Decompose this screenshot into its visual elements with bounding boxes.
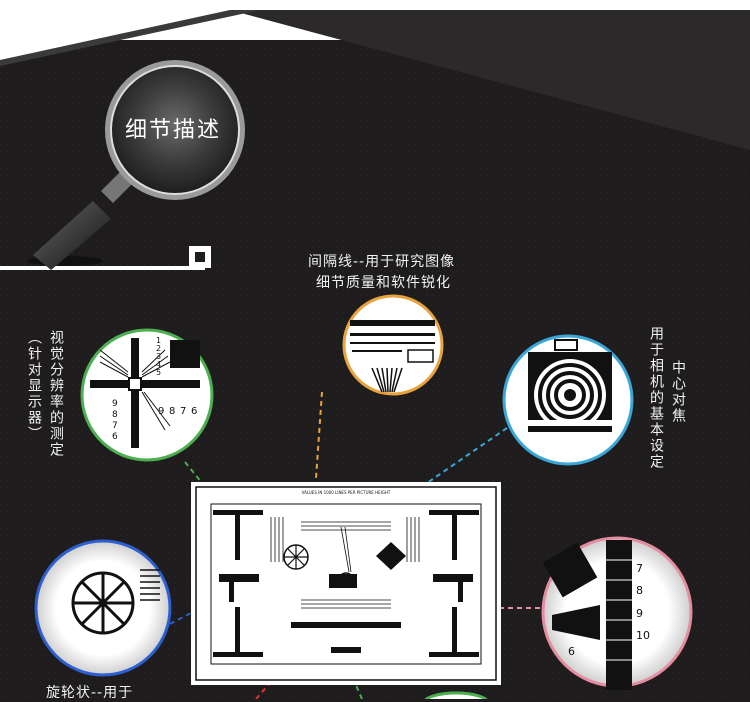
zoom-right-label: 10 — [636, 629, 650, 642]
zoom-right-label: 8 — [636, 584, 643, 597]
zoom-left-label-b: 6 — [191, 406, 197, 417]
callout-right-col2: 中心对焦 — [670, 360, 686, 424]
zoom-spoke-wheel — [34, 539, 172, 677]
zoom-resolution-grid — [80, 328, 214, 462]
zoom-left-label-c: 6 — [112, 432, 118, 442]
zoom-right-label: 6 — [568, 645, 575, 658]
resolution-test-chart: VALUES IN 1000 LINES PER PICTURE HEIGHT — [191, 482, 501, 685]
leader-orange — [315, 391, 323, 479]
zoom-left-label-b: 7 — [180, 406, 186, 417]
zoom-right-label: 9 — [636, 607, 643, 620]
callout-left-col2: （针对显示器） — [26, 330, 42, 442]
zoom-left-label-c: 7 — [112, 421, 118, 431]
zoom-left-label-a: 3 — [156, 352, 161, 361]
zoom-left-label-a: 1 — [156, 336, 161, 345]
zoom-left-label-b: 8 — [169, 406, 175, 417]
zoom-left-label-a: 2 — [156, 344, 161, 353]
zoom-left-label-a: 5 — [156, 368, 161, 377]
chart-header: VALUES IN 1000 LINES PER PICTURE HEIGHT — [302, 490, 391, 495]
callout-bottom-left: 旋轮状--用于 — [46, 685, 134, 701]
section-title: 细节描述 — [124, 118, 221, 143]
magnifier-icon — [27, 60, 245, 270]
callout-right-col1: 用于相机的基本设定 — [648, 326, 664, 470]
zoom-spacing-lines — [342, 294, 444, 396]
callout-top-line1: 间隔线--用于研究图像 — [308, 254, 456, 270]
zoom-left-label-c: 9 — [112, 399, 118, 409]
zoom-left-label-b: 9 — [158, 406, 164, 417]
callout-top-line2: 细节质量和软件锐化 — [316, 275, 451, 291]
zoom-right-label: 7 — [636, 562, 643, 575]
callout-left-col1: 视觉分辨率的测定 — [48, 330, 64, 458]
zoom-edge-bars — [541, 536, 693, 690]
leader-cyan — [349, 427, 508, 537]
zoom-center-focus — [502, 334, 634, 466]
zoom-left-label-a: 4 — [156, 360, 161, 369]
zoom-bottom-partial — [424, 691, 488, 699]
zoom-left-label-c: 8 — [112, 410, 118, 420]
